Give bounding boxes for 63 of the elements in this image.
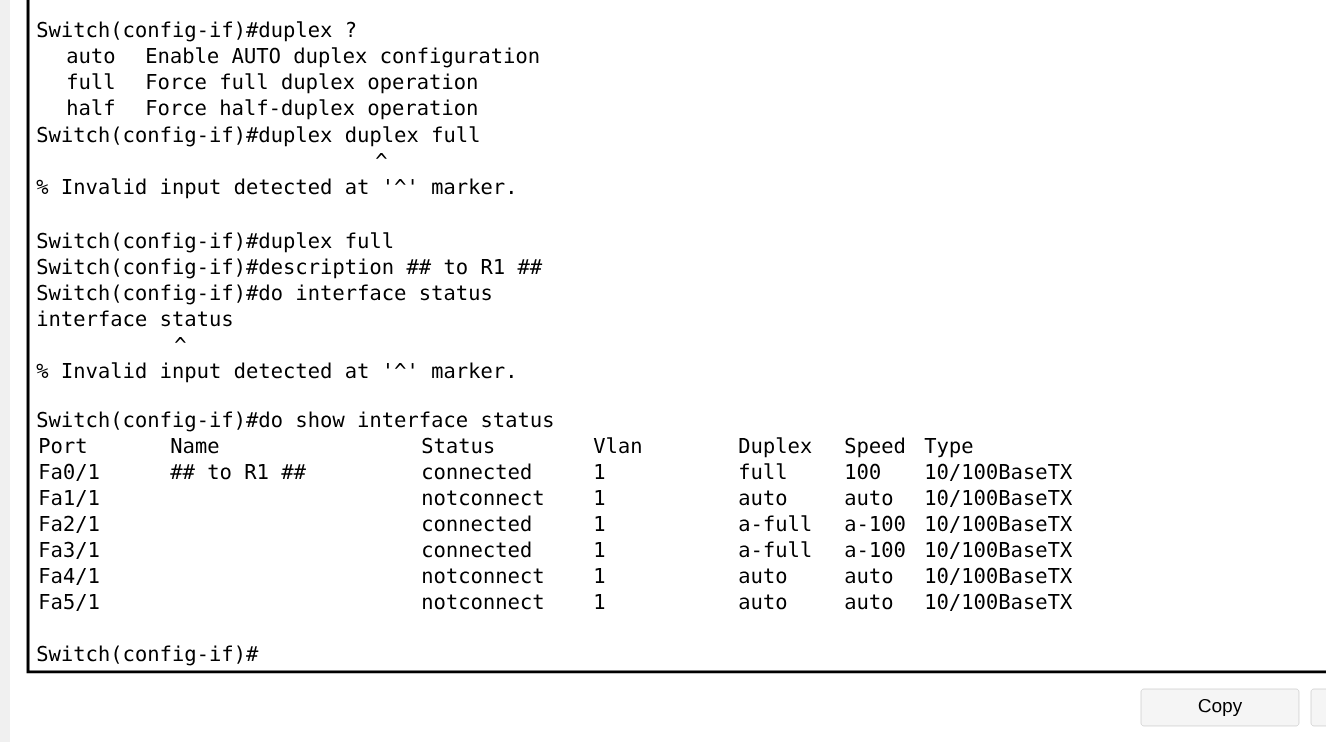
table-value: 10/100BaseTX	[926, 593, 1073, 611]
table-value: auto	[739, 594, 787, 610]
command-prompt: Switch(config-if)#	[37, 645, 259, 666]
table-value: auto	[739, 490, 787, 506]
option-description: Force full duplex operation	[147, 73, 477, 94]
command-line: Switch(config-if)#duplex ?	[37, 21, 356, 42]
table-value: notconnect	[423, 568, 543, 584]
command-line: Switch(config-if)#duplex duplex full	[37, 126, 479, 147]
option-keyword: half	[68, 99, 114, 116]
table-value: connected	[423, 515, 531, 532]
option-description: Force half-duplex operation	[147, 99, 477, 120]
table-value: a-100	[845, 541, 905, 558]
column-header: Speed	[845, 437, 904, 458]
table-value: 1	[595, 594, 605, 609]
table-value: 10/100BaseTX	[926, 567, 1073, 585]
error-message: % Invalid input detected at '^' marker.	[36, 362, 513, 383]
table-value: ## to R1 ##	[170, 464, 306, 480]
table-value: Fa5/1	[40, 594, 99, 611]
table-value: a-100	[845, 515, 905, 532]
column-header: Name	[171, 438, 219, 454]
table-value: full	[740, 463, 786, 480]
table-value: 1	[595, 542, 605, 557]
table-value: connected	[423, 541, 531, 558]
option-keyword: full	[68, 73, 114, 90]
command-line: Switch(config-if)#description ## to R1 ##	[37, 258, 543, 279]
table-value: a-full	[739, 515, 811, 532]
table-value: 10/100BaseTX	[926, 463, 1073, 481]
table-value: 10/100BaseTX	[926, 515, 1073, 533]
option-keyword: auto	[67, 48, 115, 64]
table-value: connected	[423, 463, 531, 480]
table-value: auto	[739, 568, 787, 584]
table-value: 1	[595, 490, 605, 505]
table-value: notconnect	[423, 490, 543, 506]
error-message: % Invalid input detected at '^' marker.	[36, 178, 513, 199]
copy-button: Copy	[1140, 688, 1300, 727]
table-value: a-full	[739, 541, 811, 558]
table-value: auto	[845, 490, 893, 506]
command-line: Switch(config-if)#do interface status	[37, 284, 491, 305]
column-header: Duplex	[739, 437, 812, 458]
column-header: Type	[924, 438, 973, 458]
table-value: 1	[595, 568, 605, 583]
table-value: Fa0/1	[40, 463, 99, 481]
option-description: Enable AUTO duplex configuration	[147, 47, 539, 68]
table-value: notconnect	[423, 594, 543, 610]
table-value: auto	[845, 594, 893, 610]
table-value: Fa4/1	[40, 568, 99, 585]
command-line: Switch(config-if)#duplex full	[37, 232, 393, 253]
table-value: auto	[845, 568, 893, 584]
table-value: Fa2/1	[40, 515, 99, 533]
table-value: 10/100BaseTX	[926, 541, 1073, 559]
caret-marker: ^	[375, 153, 387, 159]
table-value: 100	[846, 463, 880, 480]
table-value: 1	[595, 464, 605, 479]
command-line: Switch(config-if)#do show interface status	[37, 411, 553, 432]
output-line: interface status	[38, 310, 232, 327]
column-header: Port	[40, 438, 86, 454]
table-value: 10/100BaseTX	[926, 489, 1073, 507]
caret-marker: ^	[174, 337, 186, 343]
column-header: Status	[422, 437, 494, 454]
table-value: Fa1/1	[40, 490, 99, 507]
table-value: 1	[595, 516, 605, 531]
table-value: Fa3/1	[40, 541, 99, 559]
column-header: Vlan	[593, 437, 641, 454]
